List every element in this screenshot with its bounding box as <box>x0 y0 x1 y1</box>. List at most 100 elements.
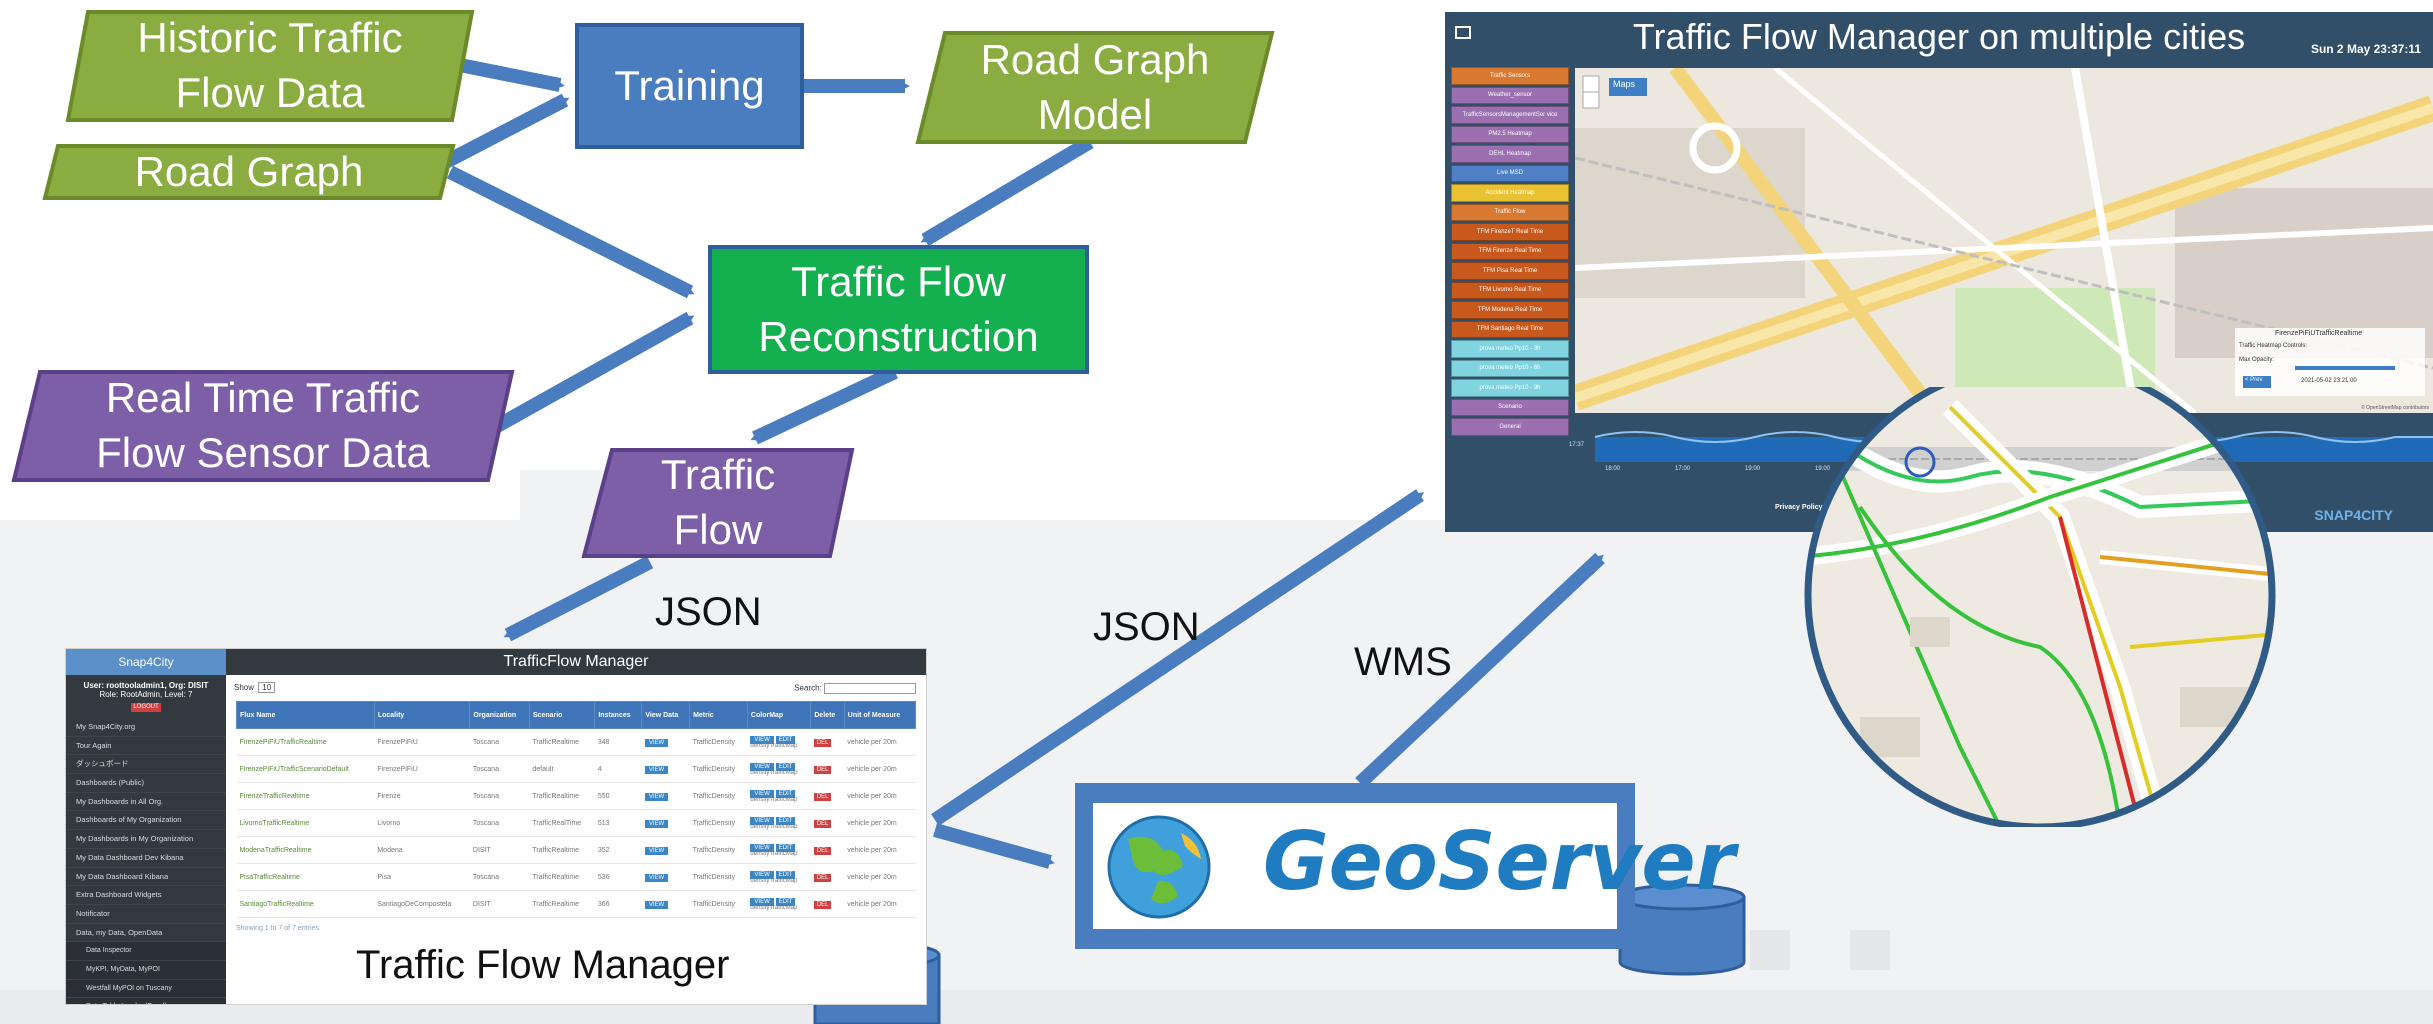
column-header[interactable]: Instances <box>594 701 643 729</box>
globe-icon <box>1107 815 1211 919</box>
timeline-tick-2: 17:00 <box>1675 466 1691 472</box>
table-cell: default <box>529 755 595 783</box>
map-credit: © OpenStreetMap contributors <box>2361 405 2429 411</box>
view-button[interactable]: VIEW <box>644 792 669 801</box>
column-header[interactable]: ColorMap <box>746 701 812 729</box>
table-cell: VIEW <box>641 863 690 891</box>
layer-button[interactable]: General <box>1451 418 1569 436</box>
layer-button[interactable]: Scenario <box>1451 398 1569 416</box>
table-cell: TrafficRealtime <box>529 890 595 918</box>
layer-button[interactable]: DEHL Heatmap <box>1451 145 1569 163</box>
colormap-edit-button[interactable]: EDIT <box>775 870 796 879</box>
view-button[interactable]: VIEW <box>644 846 669 855</box>
layer-button[interactable]: prova meteo Pp10 - 9h <box>1451 379 1569 397</box>
column-header[interactable]: Locality <box>373 701 471 729</box>
colormap-edit-button[interactable]: EDIT <box>775 762 796 771</box>
sidebar-item[interactable]: Tour Again <box>66 737 226 756</box>
view-button[interactable]: VIEW <box>644 873 669 882</box>
show-select[interactable]: 10 <box>258 682 276 693</box>
colormap-edit-button[interactable]: EDIT <box>775 843 796 852</box>
snap4city-logo: SNAP4CITY <box>2314 507 2393 523</box>
column-header[interactable]: Scenario <box>528 701 596 729</box>
layer-button[interactable]: Accident Heatmap <box>1451 184 1569 202</box>
layer-button[interactable]: prova meteo Pp10 - 6h <box>1451 359 1569 377</box>
sidebar-item[interactable]: My Dashboards in All Org. <box>66 793 226 812</box>
layer-button[interactable]: Weather_sensor <box>1451 86 1569 104</box>
layer-button[interactable]: TFM Pisa Real Time <box>1451 262 1569 280</box>
manager-title: TrafficFlow Manager <box>226 649 926 675</box>
column-header[interactable]: View Data <box>641 701 691 729</box>
map-prev-button[interactable]: < Prev <box>2245 377 2263 383</box>
delete-button[interactable]: DEL <box>813 900 832 909</box>
colormap-view-button[interactable]: VIEW <box>750 762 774 771</box>
colormap-name: densityTrafficMap <box>750 769 798 776</box>
table-cell: SantiagoDeCompostela <box>374 890 470 918</box>
sidebar-subitem[interactable]: Data Inspector <box>66 942 226 961</box>
sidebar-item[interactable]: My Snap4City.org <box>66 718 226 737</box>
sidebar-item[interactable]: Dashboards (Public) <box>66 774 226 793</box>
layer-button[interactable]: Traffic Flow <box>1451 203 1569 221</box>
delete-button[interactable]: DEL <box>813 873 832 882</box>
table-cell: DEL <box>810 809 845 837</box>
column-header[interactable]: Delete <box>810 701 845 729</box>
colormap-view-button[interactable]: VIEW <box>750 897 774 906</box>
layer-button[interactable]: TFM Santiago Real Time <box>1451 320 1569 338</box>
colormap-view-button[interactable]: VIEW <box>750 870 774 879</box>
view-button[interactable]: VIEW <box>644 819 669 828</box>
colormap-view-button[interactable]: VIEW <box>750 816 774 825</box>
node-realtime-shape <box>11 370 515 482</box>
column-header[interactable]: Organization <box>469 701 530 729</box>
maps-button[interactable]: Maps <box>1613 79 1636 89</box>
layer-button[interactable]: TFM FirenzeT Real Time <box>1451 223 1569 241</box>
layer-button[interactable]: TFM Firenze Real Time <box>1451 242 1569 260</box>
timeline-tick-3: 19:00 <box>1745 466 1761 472</box>
search-input[interactable] <box>824 683 916 694</box>
city-map[interactable]: Maps FirenzePiFiUTrafficRealtime Traffic… <box>1575 68 2433 413</box>
layer-button[interactable]: Live MSD <box>1451 164 1569 182</box>
colormap-edit-button[interactable]: EDIT <box>775 816 796 825</box>
view-button[interactable]: VIEW <box>644 738 669 747</box>
layer-button[interactable]: TrafficSensorsManagementSer vice <box>1451 106 1569 124</box>
layer-button[interactable]: TFM Modena Real Time <box>1451 301 1569 319</box>
delete-button[interactable]: DEL <box>813 819 832 828</box>
colormap-view-button[interactable]: VIEW <box>750 735 774 744</box>
arrow-roadgraph-to-training <box>436 93 570 172</box>
privacy-link[interactable]: Privacy Policy <box>1775 504 1823 511</box>
colormap-view-button[interactable]: VIEW <box>750 789 774 798</box>
column-header[interactable]: Flux Name <box>236 701 375 729</box>
view-button[interactable]: VIEW <box>644 900 669 909</box>
colormap-edit-button[interactable]: EDIT <box>775 789 796 798</box>
delete-button[interactable]: DEL <box>813 792 832 801</box>
view-button[interactable]: VIEW <box>644 765 669 774</box>
timeline-left-label: 17:37 <box>1569 442 1585 448</box>
sidebar-subitem[interactable]: Westfall MyPOI on Tuscany <box>66 979 226 999</box>
delete-button[interactable]: DEL <box>813 846 832 855</box>
layer-button[interactable]: Traffic Sensors <box>1451 67 1569 85</box>
geoserver-logo-panel: GeoServer <box>1093 803 1735 929</box>
colormap-edit-button[interactable]: EDIT <box>775 735 796 744</box>
sidebar-subitem[interactable]: MyKPI, MyData, MyPOI <box>66 960 226 980</box>
sidebar-item[interactable]: Dashboards of My Organization <box>66 811 226 831</box>
delete-button[interactable]: DEL <box>813 765 832 774</box>
sidebar-subitem[interactable]: Data Table Loader (Excel) <box>66 998 226 1004</box>
column-header[interactable]: Unit of Measure <box>843 701 917 729</box>
colormap-view-button[interactable]: VIEW <box>750 843 774 852</box>
sidebar-item[interactable]: My Dashboards in My Organization <box>66 830 226 849</box>
table-cell: TrafficDensity <box>689 890 748 918</box>
sidebar-item[interactable]: Notificator <box>66 905 226 924</box>
sidebar-item[interactable]: Data, my Data, OpenData <box>66 924 226 943</box>
layer-button[interactable]: prova meteo Pp10 - 3h <box>1451 340 1569 358</box>
dashboard-menu-icon[interactable] <box>1455 26 1471 39</box>
sidebar-item[interactable]: My Data Dashboard Dev Kibana <box>66 849 226 868</box>
node-training: Training <box>577 25 802 147</box>
sidebar-item[interactable]: Extra Dashboard Widgets <box>66 886 226 905</box>
sidebar-item[interactable]: My Data Dashboard Kibana <box>66 868 226 887</box>
layer-button[interactable]: PM2.5 Heatmap <box>1451 125 1569 143</box>
delete-button[interactable]: DEL <box>813 738 832 747</box>
column-header[interactable]: Metric <box>689 701 748 729</box>
colormap-edit-button[interactable]: EDIT <box>775 897 796 906</box>
logout-button[interactable]: LOGOUT <box>131 703 161 712</box>
layer-button[interactable]: TFM Livorno Real Time <box>1451 281 1569 299</box>
sidebar-item[interactable]: ダッシュボード <box>66 755 226 775</box>
